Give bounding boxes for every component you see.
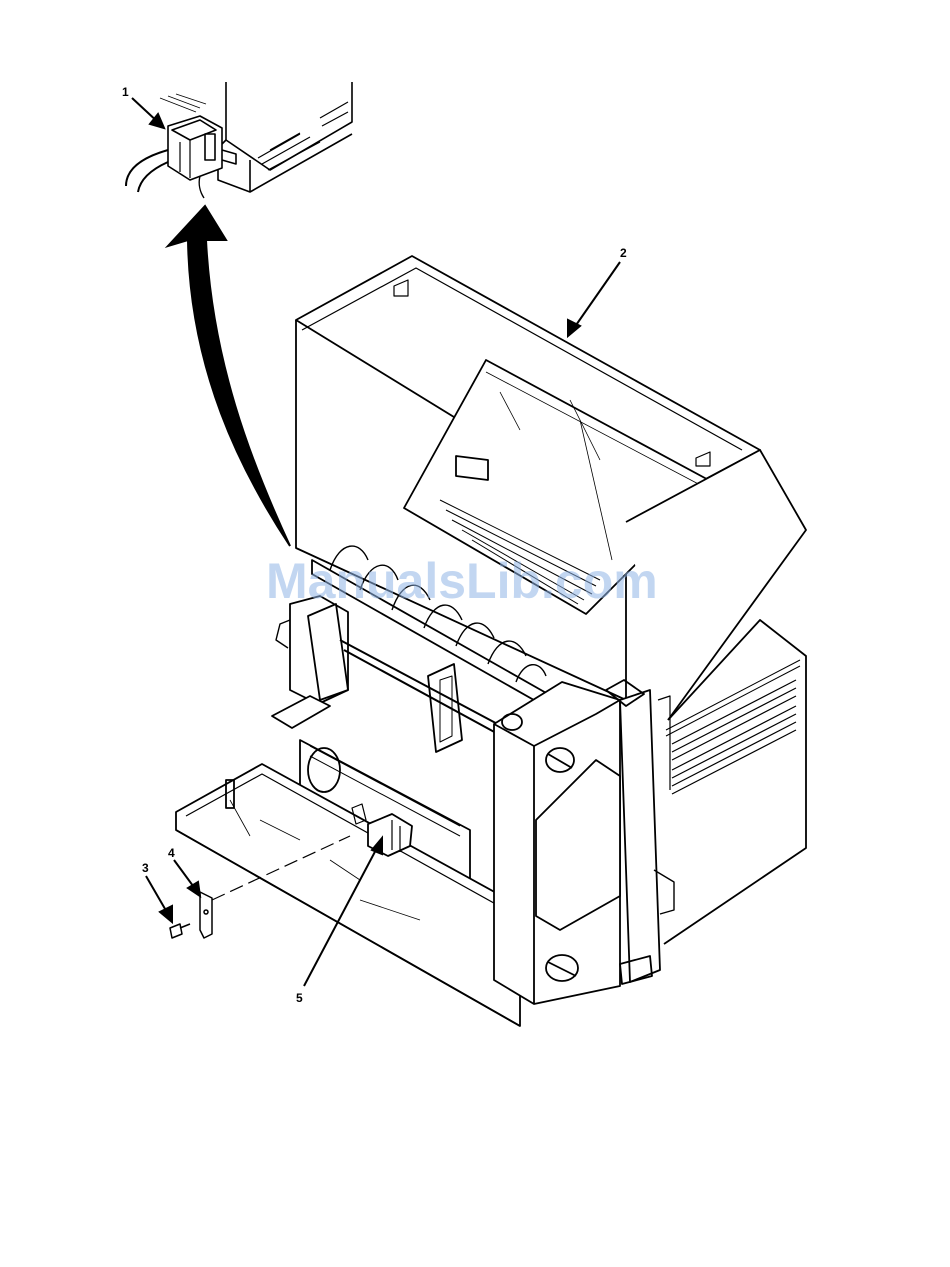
callout-1: 1 <box>122 85 129 99</box>
printer-assembly <box>176 256 806 1026</box>
inset-cable-connector <box>126 82 352 198</box>
callout-5: 5 <box>296 991 303 1005</box>
watermark: ManualsLib.com <box>266 553 658 609</box>
callout-2: 2 <box>620 246 627 260</box>
direction-arrow <box>168 206 290 546</box>
callout-3: 3 <box>142 861 149 875</box>
callout-4: 4 <box>168 846 175 860</box>
